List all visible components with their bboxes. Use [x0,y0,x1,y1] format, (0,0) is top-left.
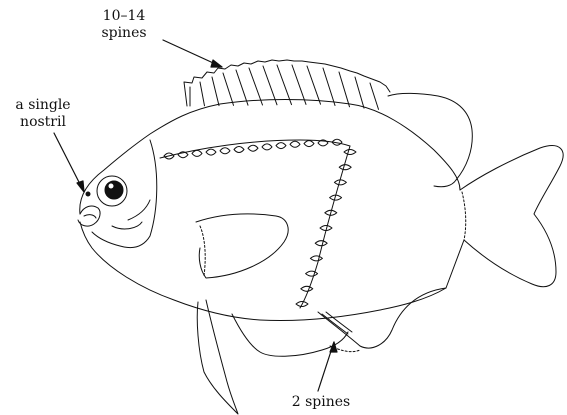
lateral-scale [192,150,202,156]
lateral-scale [290,141,300,147]
gill-cover [92,140,157,248]
dorsal-spines-label: 10–14 spines [84,8,164,42]
nostril-label-line1: a single [2,97,84,114]
pelvic-fin [197,300,238,414]
dorsal-ray [263,66,277,105]
lateral-line [160,139,356,308]
dorsal-ray [292,65,306,104]
lateral-scale [310,256,322,261]
pectoral-fin [196,214,288,278]
dorsal-ray [370,83,379,109]
caudal-fin [460,146,563,287]
lateral-scale [304,141,314,147]
lateral-scale [234,147,244,153]
lateral-scale [315,241,327,246]
lateral-scale [276,143,286,149]
arrow-nostril [54,133,84,192]
fish-body [80,100,464,321]
dorsal-ray [277,65,292,105]
lateral-scale [344,150,356,155]
anal-fin [232,288,446,356]
lateral-scale [262,144,272,150]
dorsal-ray [236,70,248,105]
dorsal-ray [212,77,219,106]
lateral-scale [301,286,313,291]
eye [97,176,127,206]
anal-spines-label: 2 spines [276,394,366,411]
dorsal-ray [355,77,364,108]
dorsal-ray [249,68,263,105]
dorsal-ray [307,66,321,104]
lateral-scale [339,165,351,170]
lateral-scale [306,271,318,276]
nostril-label-line2: nostril [2,114,84,131]
dorsal-ray [200,82,205,106]
lateral-scale [206,149,216,155]
snout [78,206,100,226]
nostril-label: a single nostril [2,97,84,131]
lateral-scale [220,148,230,154]
lateral-scale [248,145,258,151]
dorsal-spines-count: 10–14 [84,8,164,25]
arrow-anal [318,342,337,391]
nostril [86,192,90,196]
arrow-dorsal [163,40,222,67]
dorsal-ray [323,68,335,106]
cheek-line [128,200,150,220]
dorsal-ray [223,73,234,105]
preopercle [112,222,142,229]
dorsal-fin-soft [388,93,472,186]
lateral-scale [334,180,346,185]
dorsal-ray [339,72,350,107]
dorsal-spines-word: spines [84,25,164,42]
caudal-peduncle-dots [462,192,466,240]
